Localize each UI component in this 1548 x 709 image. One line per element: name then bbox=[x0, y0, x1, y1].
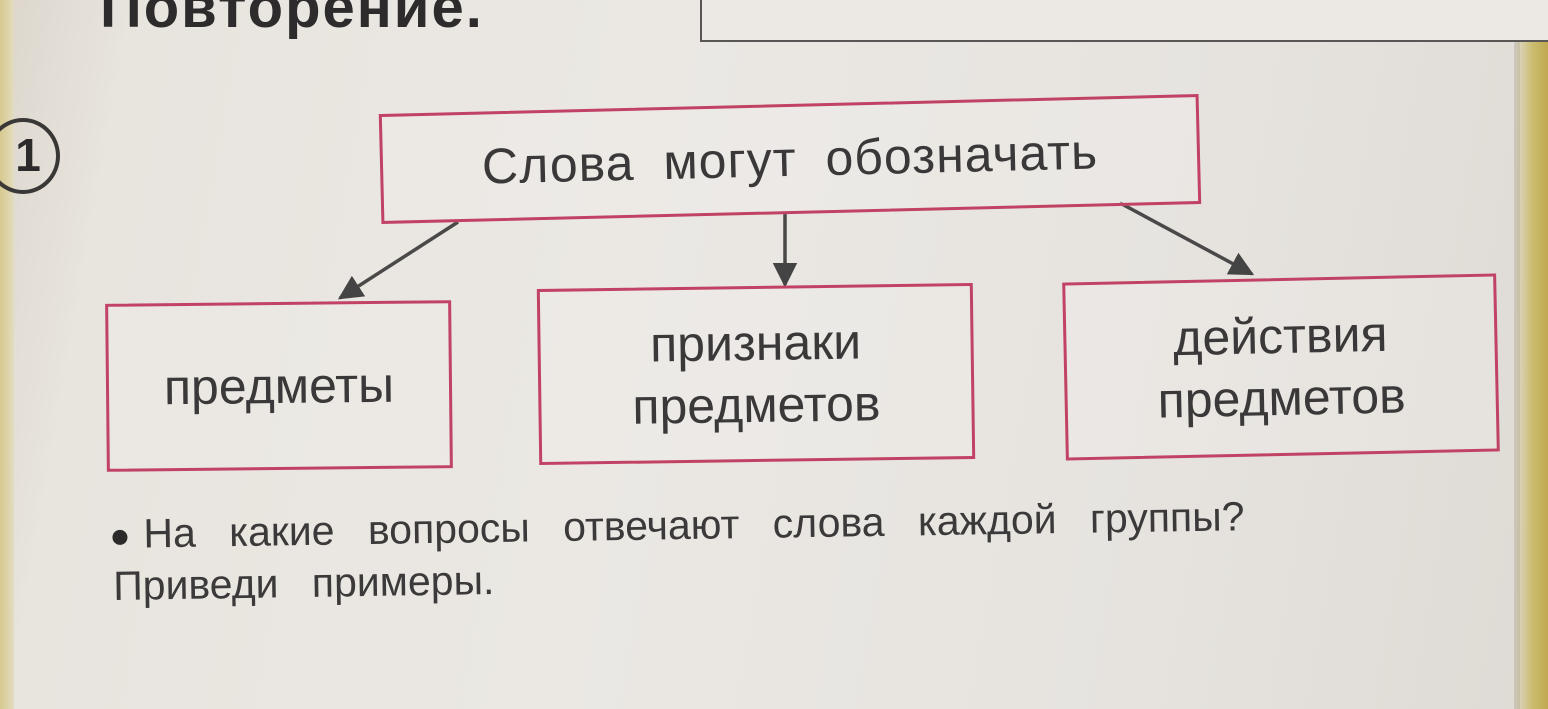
page-right-edge bbox=[1514, 0, 1548, 709]
answer-blank-field bbox=[700, 0, 1548, 42]
exercise-number-circle bbox=[0, 118, 60, 194]
page-heading: Повторение. bbox=[100, 0, 484, 40]
category-label-attributes: признаки предметов bbox=[632, 313, 881, 435]
arrow-to-objects bbox=[337, 220, 459, 300]
root-concept-box: Слова могут обозначать bbox=[378, 93, 1202, 225]
category-box-actions: действия предметов bbox=[1062, 273, 1500, 461]
page-fold-shadow bbox=[1514, 0, 1520, 709]
bullet-icon bbox=[112, 529, 128, 545]
category-label-actions: действия предметов bbox=[1157, 305, 1407, 429]
category-label-objects: предметы bbox=[163, 356, 395, 416]
category-box-objects: предметы bbox=[105, 300, 453, 472]
exercise-number: 1 bbox=[15, 129, 41, 181]
category-box-attributes: признаки предметов bbox=[536, 282, 976, 466]
root-concept-label: Слова могут обозначать bbox=[481, 123, 1099, 195]
arrow-to-actions bbox=[1119, 201, 1255, 276]
task-question: На какие вопросы отвечают слова каждой г… bbox=[112, 486, 1513, 612]
